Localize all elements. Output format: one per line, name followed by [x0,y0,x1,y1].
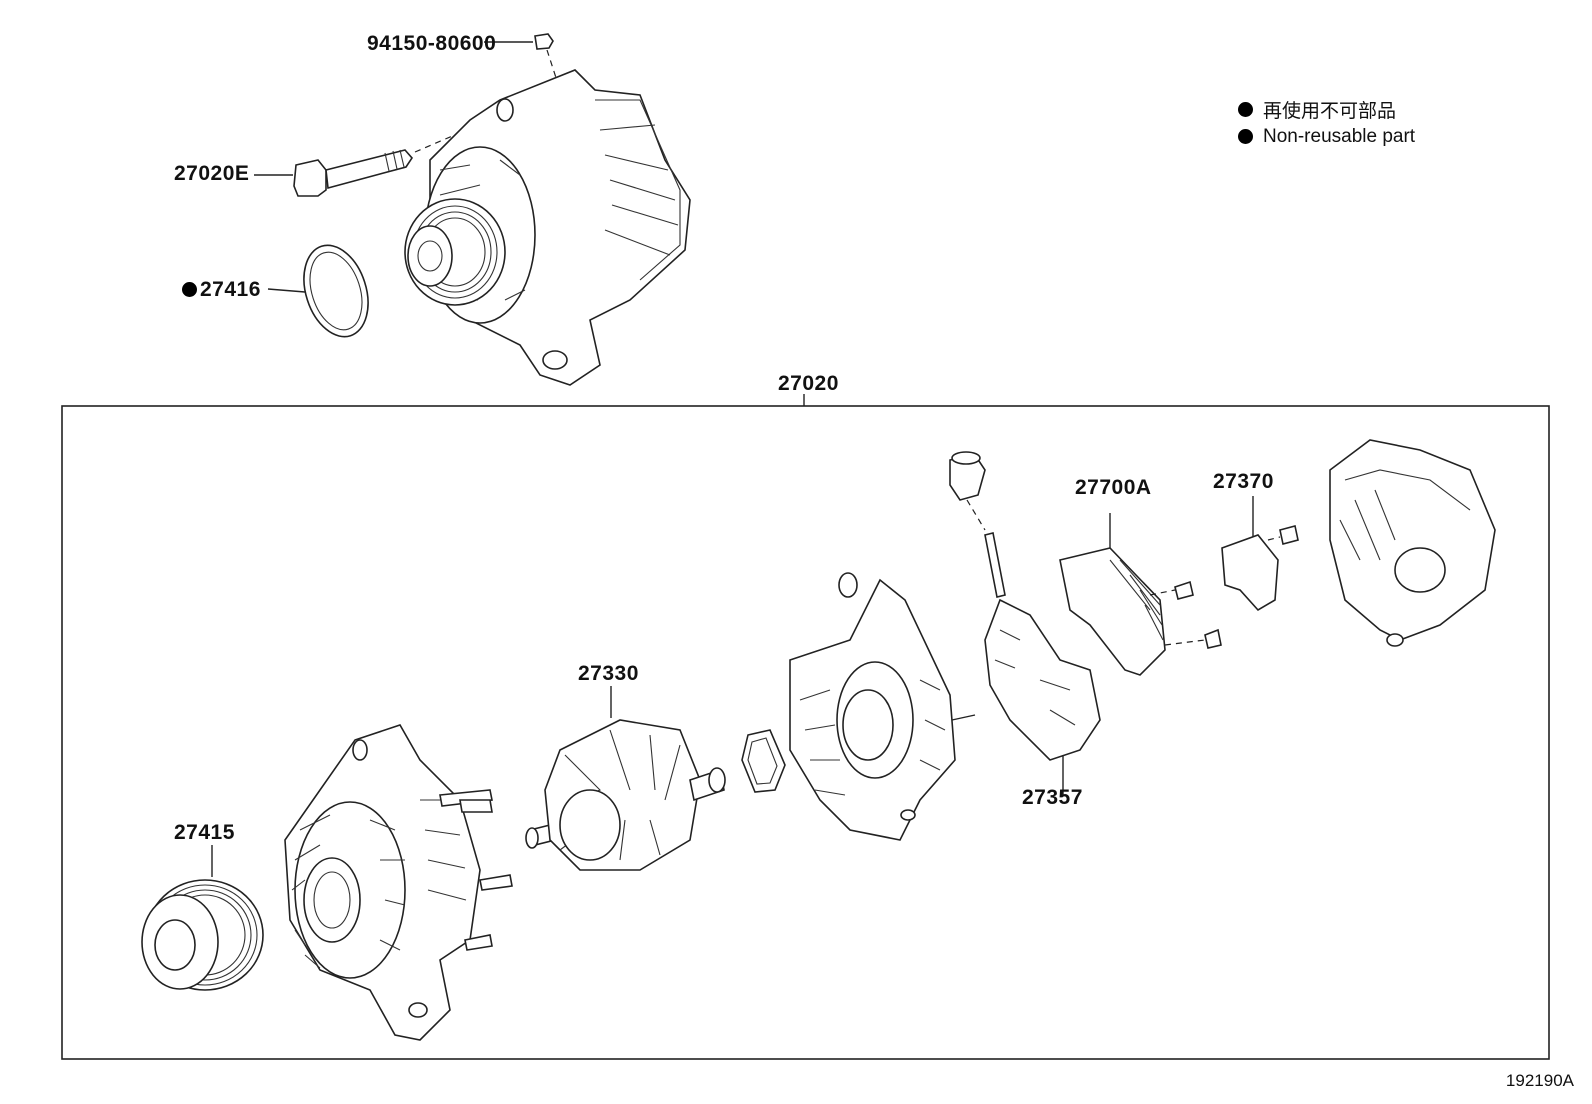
seal-ring-drawing [741,729,786,793]
reference-code: 192190A [1505,1071,1574,1090]
rotor-drawing [525,686,726,871]
alternator-assembly-drawing [254,33,691,386]
part-label-27020: 27020 [778,372,839,395]
regulator-drawing [1059,513,1222,676]
assembly-frame [61,405,1550,1060]
legend-item-jp: 再使用不可部品 [1238,96,1415,123]
pulley-drawing [141,845,264,991]
part-label-27357: 27357 [1022,786,1083,809]
bullet-icon [1238,129,1253,144]
legend-label: 再使用不可部品 [1263,101,1397,122]
bullet-icon [1238,102,1253,117]
part-label-27416: 27416 [182,278,261,302]
terminal-drawing [1221,496,1299,612]
legend-item-en: Non-reusable part [1238,123,1415,150]
part-label-27700a: 27700A [1075,476,1152,499]
part-label-27020e: 27020E [174,162,250,185]
part-label-27415: 27415 [174,821,235,844]
brush-holder-drawing [949,451,1101,795]
non-reusable-marker [182,282,197,297]
part-label-27330: 27330 [578,662,639,685]
drive-end-frame-drawing [284,724,513,1041]
part-label-27370: 27370 [1213,470,1274,493]
rectifier-end-frame-drawing [789,572,976,841]
legend: 再使用不可部品 Non-reusable part [1238,96,1415,150]
legend-label: Non-reusable part [1263,125,1416,147]
rear-cover-drawing [1329,439,1496,647]
part-label-94150-80600: 94150-80600 [367,32,497,55]
